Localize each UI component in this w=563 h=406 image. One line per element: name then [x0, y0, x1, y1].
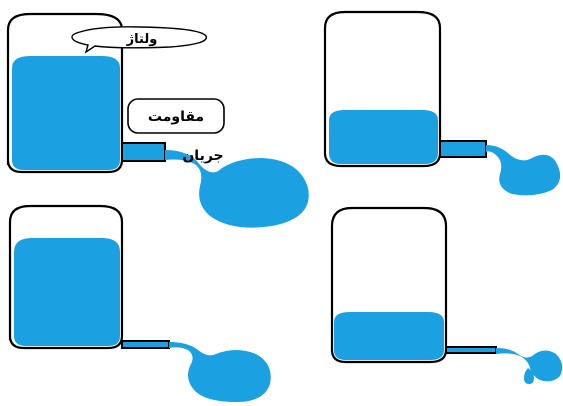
- outflow-puddle: [165, 150, 309, 228]
- outflow-puddle: [486, 145, 561, 196]
- tank-water: [329, 110, 438, 164]
- tank-outline: [323, 10, 442, 168]
- outlet-pipe: [439, 140, 487, 158]
- resistance-callout: [127, 98, 225, 134]
- tank-water: [12, 56, 120, 170]
- current-label: جریان: [182, 148, 223, 164]
- tank-top-right: [323, 10, 561, 196]
- tank-bottom-right: [330, 206, 563, 384]
- resistance-label: مقاومت: [148, 109, 204, 125]
- outlet-pipe: [121, 340, 170, 349]
- tank-outline: [330, 206, 448, 364]
- outflow-puddle: [496, 348, 563, 382]
- tank-water: [334, 312, 444, 360]
- tank-top-left: ولتاژ مقاومت جریان: [6, 12, 309, 228]
- voltage-label: ولتاژ: [126, 32, 158, 47]
- voltage-callout: [71, 26, 208, 54]
- tank-bottom-left: [8, 204, 271, 402]
- outlet-pipe: [121, 142, 166, 162]
- outflow-puddle: [169, 342, 271, 402]
- outflow-drip: [524, 368, 534, 384]
- tank-outline: [8, 204, 124, 350]
- outlet-pipe: [445, 346, 497, 354]
- tank-water: [14, 238, 120, 346]
